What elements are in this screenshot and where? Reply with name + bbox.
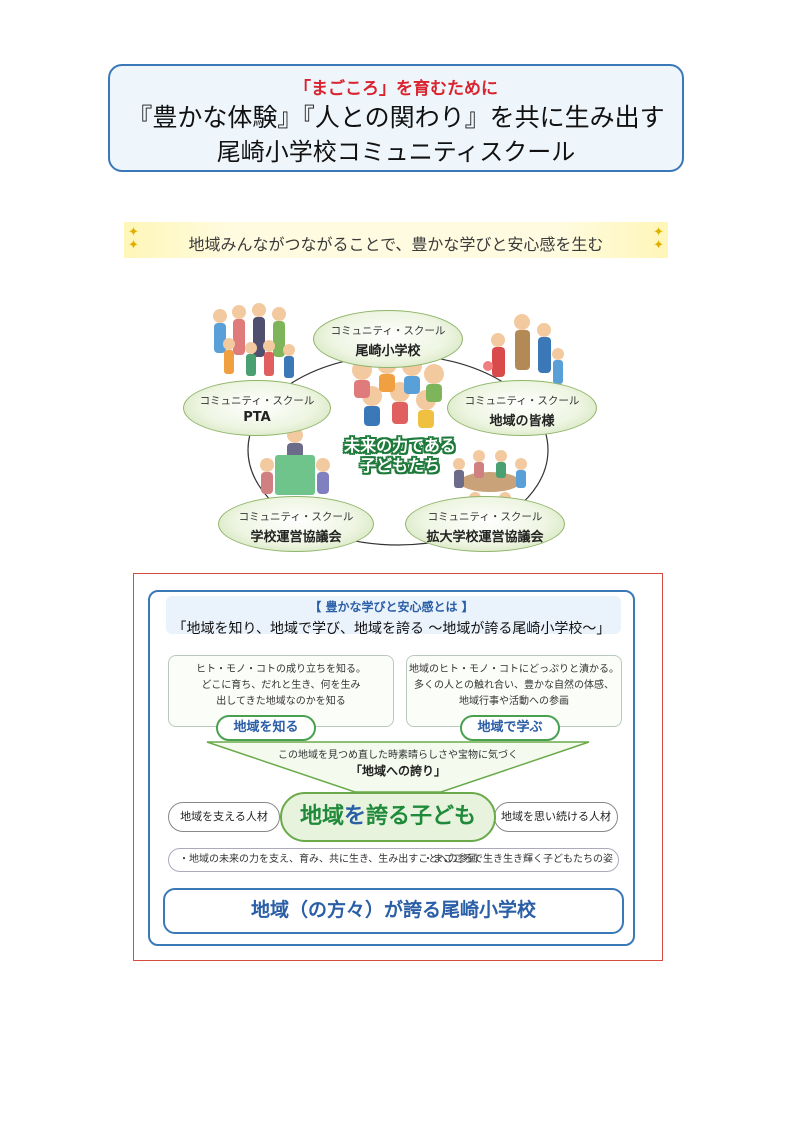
bubble-expanded-council: コミュニティ・スクール 拡大学校運営協議会 (405, 496, 565, 552)
proud-pre: 地域 (299, 804, 344, 829)
final-statement: 地域（の方々）が誇る尾崎小学校 (163, 888, 624, 934)
funnel-label: 「地域への誇り」 (349, 764, 446, 778)
know-card-line2: どこに育ち、だれと生き、何を生み (201, 680, 361, 691)
know-region-pill: 地域を知る (216, 715, 316, 741)
proud-hl: を (343, 804, 366, 829)
bubble-expanded-council-title: 拡大学校運営協議会 (426, 530, 544, 545)
outcome-right: ・まごころで生き生き輝く子どもたちの姿 (423, 854, 613, 865)
tagline-text: 地域みんながつながることで、豊かな学びと安心感を生む (188, 235, 604, 254)
proud-children-pill: 地域を誇る子ども (280, 792, 496, 842)
bubble-council-sub: コミュニティ・スクール (238, 511, 354, 523)
know-pill-pre: 地域 (233, 720, 260, 735)
tagline-banner: ✦✦ 地域みんながつながることで、豊かな学びと安心感を生む ✦✦ (124, 222, 668, 258)
know-region-card: ヒト・モノ・コトの成り立ちを知る。 どこに育ち、だれと生き、何を生み 出してきた… (168, 655, 394, 727)
header-title-line1: 『豊かな体験』『人との関わり』を共に生み出す (127, 103, 665, 132)
bubble-expanded-council-sub: コミュニティ・スクール (427, 511, 543, 523)
sparkle-icon: ✦✦ (653, 225, 664, 253)
section-label: 【 豊かな学びと安心感とは 】 (309, 600, 474, 614)
learn-pill-hl: で (503, 720, 517, 735)
learn-pill-pre: 地域 (477, 720, 504, 735)
family-group-illustration (205, 300, 300, 395)
learn-region-pill: 地域で学ぶ (460, 715, 560, 741)
learn-card-line2: 多くの人との触れ合い、豊かな自然の体感、 (414, 680, 614, 691)
community-people-illustration (480, 310, 570, 395)
outer-frame (133, 573, 663, 961)
learn-card-line3: 地域行事や活動への参画 (459, 696, 569, 707)
section-title: 「地域を知り、地域で学び、地域を誇る 〜地域が誇る尾崎小学校〜」 (172, 621, 611, 637)
bubble-school-title: 尾崎小学校 (355, 344, 421, 359)
header-title-line2: 尾崎小学校コミュニティスクール (216, 138, 576, 166)
proud-post: 誇る子ども (366, 804, 477, 829)
know-pill-hl: を (259, 720, 273, 735)
know-card-line3: 出してきた地域なのかを知る (216, 696, 346, 707)
bubble-community: コミュニティ・スクール 地域の皆様 (447, 380, 597, 436)
bubble-community-title: 地域の皆様 (489, 414, 555, 429)
learn-card-line1: 地域のヒト・モノ・コトにどっぷりと漬かる。 (409, 664, 619, 675)
bubble-council-title: 学校運営協議会 (250, 530, 342, 545)
sparkle-icon: ✦✦ (128, 225, 139, 253)
outcome-left: ・地域の未来の力を支え、育み、共に生き、生み出すことへの参画 (179, 854, 478, 865)
care-people-pill: 地域を思い続ける人材 (494, 802, 618, 832)
bubble-community-sub: コミュニティ・スクール (464, 395, 580, 407)
center-caption-line1: 未来の力である (344, 436, 456, 455)
bubble-pta: コミュニティ・スクール PTA (183, 380, 331, 436)
bubble-school-sub: コミュニティ・スクール (330, 325, 446, 337)
know-card-line1: ヒト・モノ・コトの成り立ちを知る。 (196, 664, 366, 675)
bubble-council: コミュニティ・スクール 学校運営協議会 (218, 496, 374, 552)
header-subtitle: 「まごころ」を育むために (294, 79, 498, 99)
support-people-pill: 地域を支える人材 (168, 802, 280, 832)
bubble-pta-sub: コミュニティ・スクール (199, 395, 315, 407)
section-header-bar (166, 596, 621, 634)
outcomes-bar: ・地域の未来の力を支え、育み、共に生き、生み出すことへの参画 ・まごころで生き生… (168, 848, 619, 872)
know-pill-post: 知る (272, 720, 299, 735)
bubble-pta-title: PTA (243, 410, 271, 425)
bubble-school: コミュニティ・スクール 尾崎小学校 (313, 310, 463, 368)
meeting-illustration (255, 425, 335, 505)
center-caption-line2: 子どもたち (359, 456, 440, 475)
funnel-text: この地域を見つめ直した時素晴らしさや宝物に気づく (278, 750, 518, 761)
learn-pill-post: 学ぶ (516, 720, 543, 735)
header-box: 「まごころ」を育むために 『豊かな体験』『人との関わり』を共に生み出す 尾崎小学… (108, 64, 684, 172)
center-caption: 未来の力である 子どもたち (320, 436, 480, 476)
inner-frame: 【 豊かな学びと安心感とは 】 「地域を知り、地域で学び、地域を誇る 〜地域が誇… (148, 590, 635, 946)
